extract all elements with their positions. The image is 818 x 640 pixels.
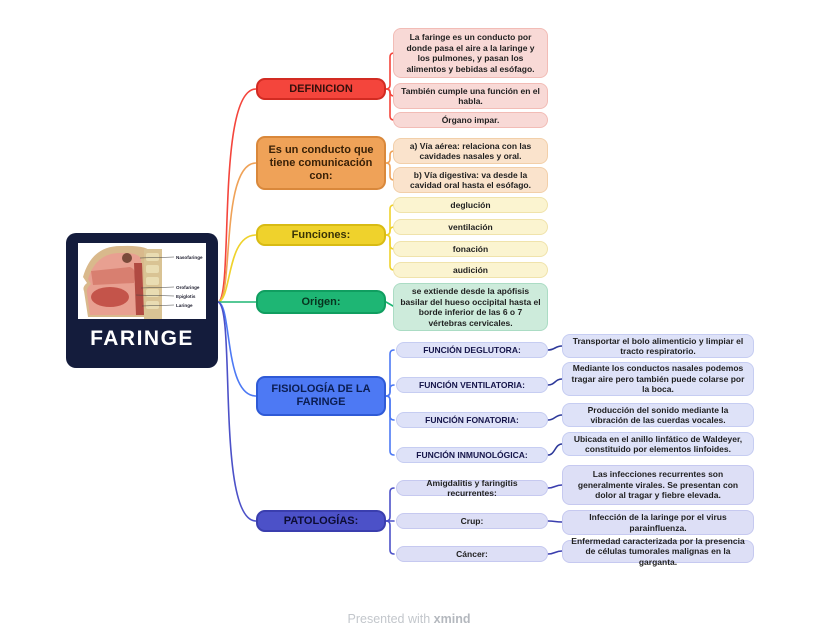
patologia-cancer-detail[interactable]: Enfermedad caracterizada por la presenci… [562,536,754,567]
topic-fisiologia[interactable]: FISIOLOGÍA DE LA FARINGE [256,376,386,416]
image-label-laringe: Laringe [176,303,193,308]
funcion-fonacion[interactable]: fonación [393,241,548,257]
topic-patologias[interactable]: PATOLOGÍAS: [256,510,386,532]
image-label-orofaringe: Orofaringe [176,285,200,290]
fisiologia-ventilatoria-label[interactable]: FUNCIÓN VENTILATORIA: [396,377,548,393]
comunicacion-item-1[interactable]: a) Vía aérea: relaciona con las cavidade… [393,138,548,164]
fisiologia-deglutora-detail[interactable]: Transportar el bolo alimenticio y limpia… [562,334,754,358]
fisiologia-fonatoria-label[interactable]: FUNCIÓN FONATORIA: [396,412,548,428]
topic-definicion[interactable]: DEFINICION [256,78,386,100]
fisiologia-fonatoria-detail[interactable]: Producción del sonido mediante la vibrac… [562,403,754,427]
topic-funciones[interactable]: Funciones: [256,224,386,246]
patologia-crup-detail[interactable]: Infección de la laringe por el virus par… [562,510,754,535]
watermark: Presented with xmind [0,612,818,626]
funcion-deglucion[interactable]: deglución [393,197,548,213]
comunicacion-item-2[interactable]: b) Vía digestiva: va desde la cavidad or… [393,167,548,193]
topic-origen[interactable]: Origen: [256,290,386,314]
patologia-crup-label[interactable]: Crup: [396,513,548,529]
fisiologia-deglutora-label[interactable]: FUNCIÓN DEGLUTORA: [396,342,548,358]
definicion-item-2[interactable]: También cumple una función en el habla. [393,83,548,109]
fisiologia-inmunologica-label[interactable]: FUNCIÓN INMUNOLÓGICA: [396,447,548,463]
definicion-item-1[interactable]: La faringe es un conducto por donde pasa… [393,28,548,78]
patologia-amigdalitis-detail[interactable]: Las infecciones recurrentes son generalm… [562,465,754,505]
funcion-ventilacion[interactable]: ventilación [393,219,548,235]
image-label-epiglotis: Epiglotis [176,294,196,299]
patologia-cancer-label[interactable]: Cáncer: [396,546,548,562]
origen-item[interactable]: se extiende desde la apófisis basilar de… [393,283,548,331]
central-topic-title: FARINGE [90,327,194,350]
topic-comunicacion[interactable]: Es un conducto que tiene comunicación co… [256,136,386,190]
xmind-brand: xmind [433,612,471,626]
central-topic[interactable]: Nasofaringe Orofaringe Epiglotis Laringe… [66,233,218,368]
fisiologia-inmunologica-detail[interactable]: Ubicada en el anillo linfático de Waldey… [562,432,754,456]
fisiologia-ventilatoria-detail[interactable]: Mediante los conductos nasales podemos t… [562,362,754,396]
definicion-item-3[interactable]: Órgano impar. [393,112,548,128]
funcion-audicion[interactable]: audición [393,262,548,278]
image-label-nasofaringe: Nasofaringe [176,255,203,260]
watermark-text: Presented with [347,612,431,626]
patologia-amigdalitis-label[interactable]: Amigdalitis y faringitis recurrentes: [396,478,548,498]
anatomy-image: Nasofaringe Orofaringe Epiglotis Laringe [78,243,206,319]
